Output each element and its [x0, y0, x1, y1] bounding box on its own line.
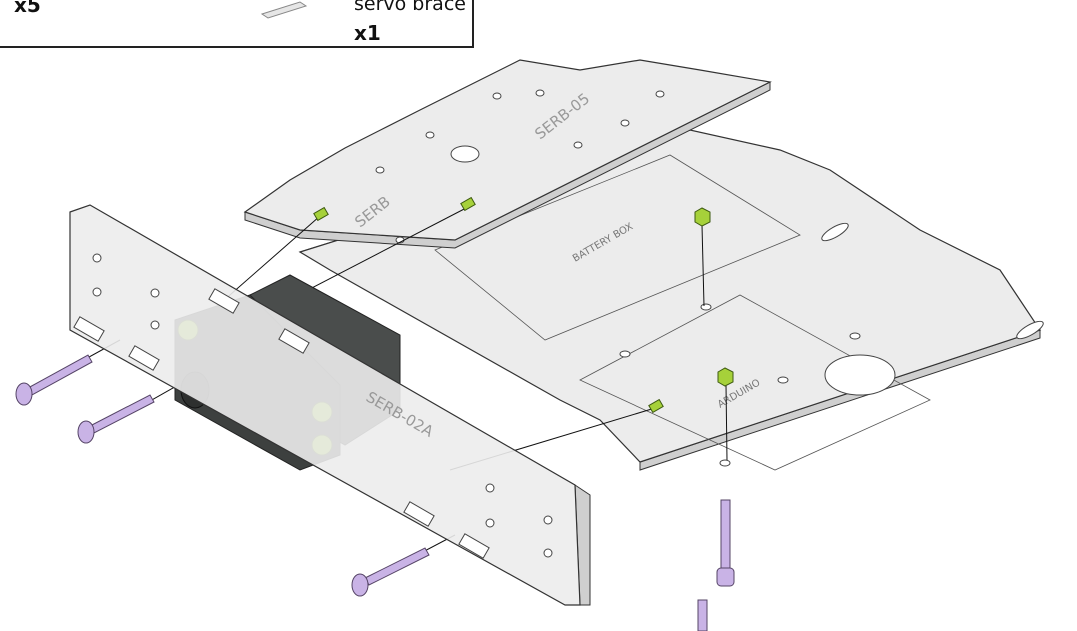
front-plate-serb-02a: SERB-02A — [69, 204, 591, 606]
screw-icon — [77, 394, 155, 444]
wheel-hole — [824, 354, 896, 396]
legend-part-quantity: x1 — [354, 21, 381, 45]
nuts — [313, 196, 734, 414]
servo-brace-icon — [260, 1, 308, 19]
nut-icon — [694, 207, 711, 227]
legend-part-name: servo brace — [354, 0, 466, 15]
top-plate-serb-05: SERB-05 SERB — [243, 59, 772, 249]
screw-icon — [697, 599, 708, 631]
nut-icon — [717, 367, 734, 387]
nut-icon — [648, 398, 664, 414]
screws — [15, 354, 735, 631]
screw-icon — [716, 499, 735, 587]
legend-left-quantity: x5 — [14, 0, 41, 17]
nut-icon — [313, 206, 329, 222]
parts-legend: x5 servo brace x1 — [0, 0, 474, 48]
screw-icon — [351, 547, 430, 597]
screw-icon — [15, 354, 93, 406]
nut-icon — [460, 196, 476, 212]
